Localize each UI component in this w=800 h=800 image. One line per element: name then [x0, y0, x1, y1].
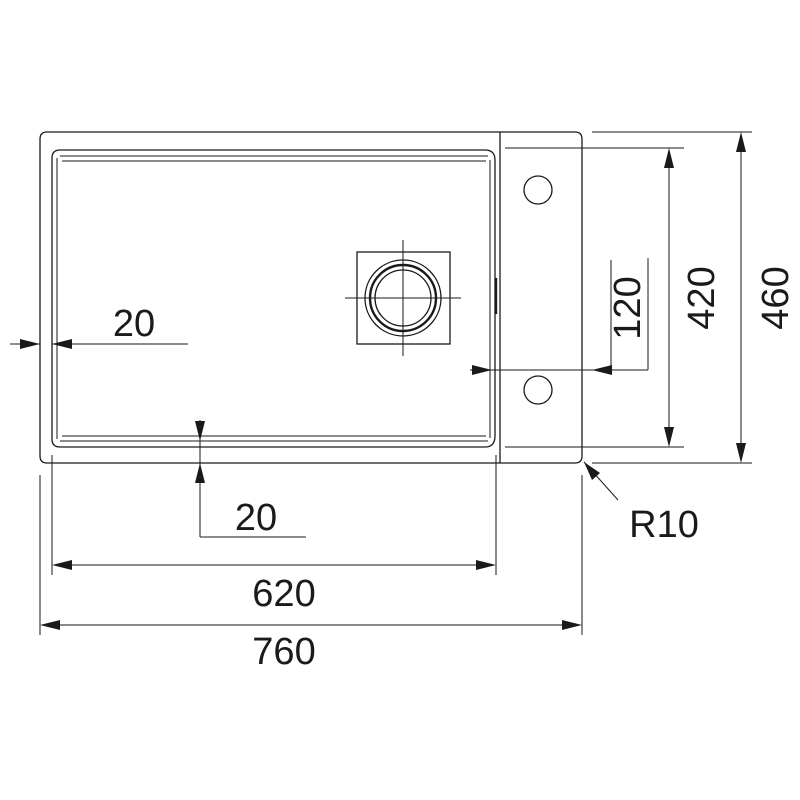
- dim-620-label: 620: [252, 573, 315, 615]
- dim-120: 120: [470, 258, 649, 375]
- dim-460: 460: [736, 132, 797, 463]
- sink-outline: [39, 131, 583, 464]
- dim-620: 620: [52, 560, 496, 615]
- dim-460-label: 460: [755, 266, 797, 329]
- tap-hole-bottom: [523, 375, 553, 405]
- dim-120-label: 120: [607, 276, 649, 339]
- dim-420-label: 420: [681, 266, 723, 329]
- dim-760-label: 760: [252, 631, 315, 673]
- bowl: [51, 149, 498, 448]
- dim-r10: R10: [583, 461, 699, 546]
- tap-hole-top: [523, 175, 553, 205]
- dim-20-front-label: 20: [235, 497, 277, 539]
- dim-20-side-label: 20: [113, 303, 155, 345]
- tap-holes: [523, 175, 553, 405]
- extension-lines-bottom: [39, 455, 583, 635]
- dim-420: 420: [664, 148, 723, 447]
- drain: [345, 240, 461, 356]
- dim-20-side: 20: [10, 303, 188, 349]
- dim-760: 760: [40, 620, 582, 673]
- extension-lines-right: [505, 131, 752, 464]
- dim-r10-label: R10: [629, 504, 699, 546]
- dim-20-front: 20: [195, 420, 306, 539]
